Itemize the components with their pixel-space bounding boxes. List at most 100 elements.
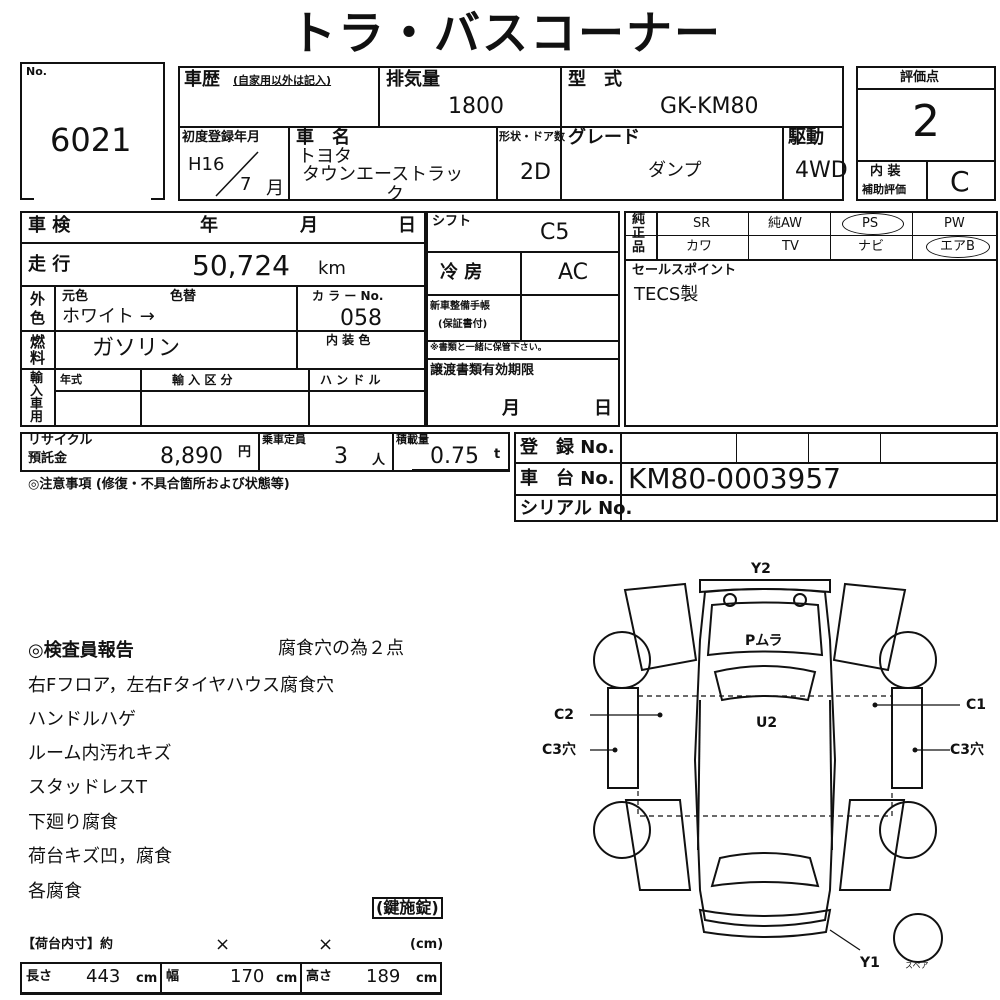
grade-label: グレード	[568, 127, 640, 148]
recycle-row	[20, 432, 510, 472]
inspector-line-5: 下廻り腐食	[28, 812, 118, 833]
inspector-line-1: 右Fフロア，左右Fタイヤハウス腐食穴	[28, 675, 335, 696]
serial-label: シリアル No.	[520, 498, 633, 519]
import-type-label: 輸 入 区 分	[172, 373, 233, 387]
inspector-line-2: ハンドルハゲ	[28, 709, 136, 730]
genuine-tv: TV	[782, 239, 799, 254]
diagram-u2: U2	[756, 715, 778, 731]
ps-circle	[842, 213, 904, 235]
genuine-navi: ナビ	[858, 239, 885, 254]
vehicle-info-grid	[178, 66, 844, 201]
diagram-y1: Y1	[860, 955, 880, 971]
first-reg-label: 初度登録年月	[182, 130, 261, 145]
notes-label: ◎注意事項 (修復・不具合箇所および状態等)	[28, 477, 290, 492]
recycle-label2: 預託金	[28, 451, 68, 466]
genuine-pw: PW	[944, 216, 965, 231]
sales-point-label: セールスポイント	[632, 263, 737, 278]
inspector-line-3: ルーム内汚れキズ	[28, 743, 172, 764]
registration-block	[514, 432, 998, 522]
mileage-value: 50,724	[192, 249, 290, 282]
mileage-unit: km	[318, 258, 346, 279]
color-label: 外色	[30, 290, 46, 327]
transfer-month: 月	[502, 398, 520, 419]
diagram-y2: Y2	[751, 561, 771, 577]
mileage-label: 走 行	[28, 254, 71, 275]
shift-label: シフト	[432, 214, 472, 229]
lot-label: No.	[26, 65, 47, 78]
first-reg-year: H16	[188, 154, 225, 175]
warranty-note: ※書類と一緒に保管下さい。	[430, 343, 547, 353]
interior-color-label: 内 装 色	[326, 333, 371, 347]
key-locked-badge: (鍵施錠)	[372, 897, 443, 919]
history-note: (自家用以外は記入)	[233, 74, 332, 87]
cargo-length: 443	[86, 966, 121, 987]
inspection-label: 車 検	[28, 215, 71, 236]
car-name-line2: ク	[386, 184, 404, 205]
inspector-line-6: 荷台キズ凹，腐食	[28, 846, 172, 867]
model-label: 型 式	[568, 69, 622, 90]
grade-value: ダンプ	[648, 160, 702, 181]
import-label: 輸入車用	[30, 371, 44, 425]
chassis-label: 車 台 No.	[520, 468, 615, 489]
recycle-unit: 円	[238, 445, 252, 460]
ac-value: AC	[558, 260, 589, 285]
diagram-c2: C2	[554, 707, 575, 723]
load-value: 0.75	[430, 444, 479, 469]
inspection-year: 年	[200, 215, 218, 236]
cargo-height: 189	[366, 966, 401, 987]
warranty-label-line1: 新車整備手帳	[430, 301, 490, 312]
car-maker: トヨタ	[298, 146, 352, 167]
cargo-x1: ×	[215, 934, 231, 955]
inspector-label: ◎検査員報告	[28, 640, 134, 661]
inspector-line-4: スタッドレスT	[28, 777, 147, 798]
capacity-unit: 人	[372, 453, 386, 468]
fuel-label: 燃料	[30, 333, 46, 367]
page-title: トラ・バスコーナー	[290, 6, 722, 60]
cargo-x2: ×	[318, 934, 334, 955]
airbag-circle	[926, 236, 990, 258]
cargo-length-label: 長さ	[26, 969, 53, 984]
displacement-value: 1800	[448, 94, 504, 119]
color-value: ホワイト →	[62, 306, 155, 327]
genuine-label: 純正品	[632, 212, 646, 255]
transfer-day: 日	[594, 398, 612, 419]
history-label: 車歴	[184, 69, 220, 90]
transfer-label: 譲渡書類有効期限	[430, 363, 535, 378]
vehicle-damage-diagram	[590, 579, 960, 963]
car-name-line1: タウンエーストラッ	[302, 164, 464, 185]
score-label: 評価点	[900, 70, 940, 85]
recycle-value: 8,890	[160, 444, 223, 469]
interior-label2: 補助評価	[862, 183, 906, 196]
ac-label: 冷 房	[440, 262, 483, 283]
chassis-value: KM80-0003957	[628, 462, 841, 495]
drive-label: 駆動	[788, 127, 824, 148]
import-handle-label: ハ ン ド ル	[320, 373, 381, 387]
lot-number-box: No. 6021	[20, 62, 165, 200]
capacity-label: 乗車定員	[262, 433, 306, 446]
fuel-value: ガソリン	[92, 336, 181, 361]
interior-label1: 内 装	[870, 164, 901, 179]
displacement-label: 排気量	[386, 69, 440, 90]
recycle-label1: リサイクル	[28, 433, 93, 448]
genuine-sr: SR	[693, 216, 711, 231]
body-doors-label: 形状・ドア数	[499, 130, 565, 143]
inspector-line-7: 各腐食	[28, 881, 82, 902]
color-original-label: 元色	[62, 289, 89, 304]
first-reg-month-unit: 月	[266, 178, 284, 199]
lot-value: 6021	[50, 121, 132, 159]
shift-value: C5	[540, 220, 570, 245]
model-value: GK-KM80	[660, 94, 759, 119]
inspection-day: 日	[398, 215, 416, 236]
import-year-label: 年式	[60, 373, 82, 386]
diagram-spare: スペア	[905, 961, 929, 970]
interior-value: C	[950, 165, 970, 198]
sales-point-value: TECS製	[634, 284, 699, 305]
cargo-width-label: 幅	[166, 969, 180, 984]
diagram-c3-right: C3穴	[950, 742, 985, 758]
color-code-value: 058	[340, 306, 382, 331]
genuine-leather: カワ	[686, 239, 713, 254]
genuine-airbag: エアB	[940, 239, 975, 254]
cargo-unit: (cm)	[410, 937, 444, 952]
color-change-label: 色替	[170, 289, 197, 304]
load-label: 積載量	[396, 433, 429, 446]
